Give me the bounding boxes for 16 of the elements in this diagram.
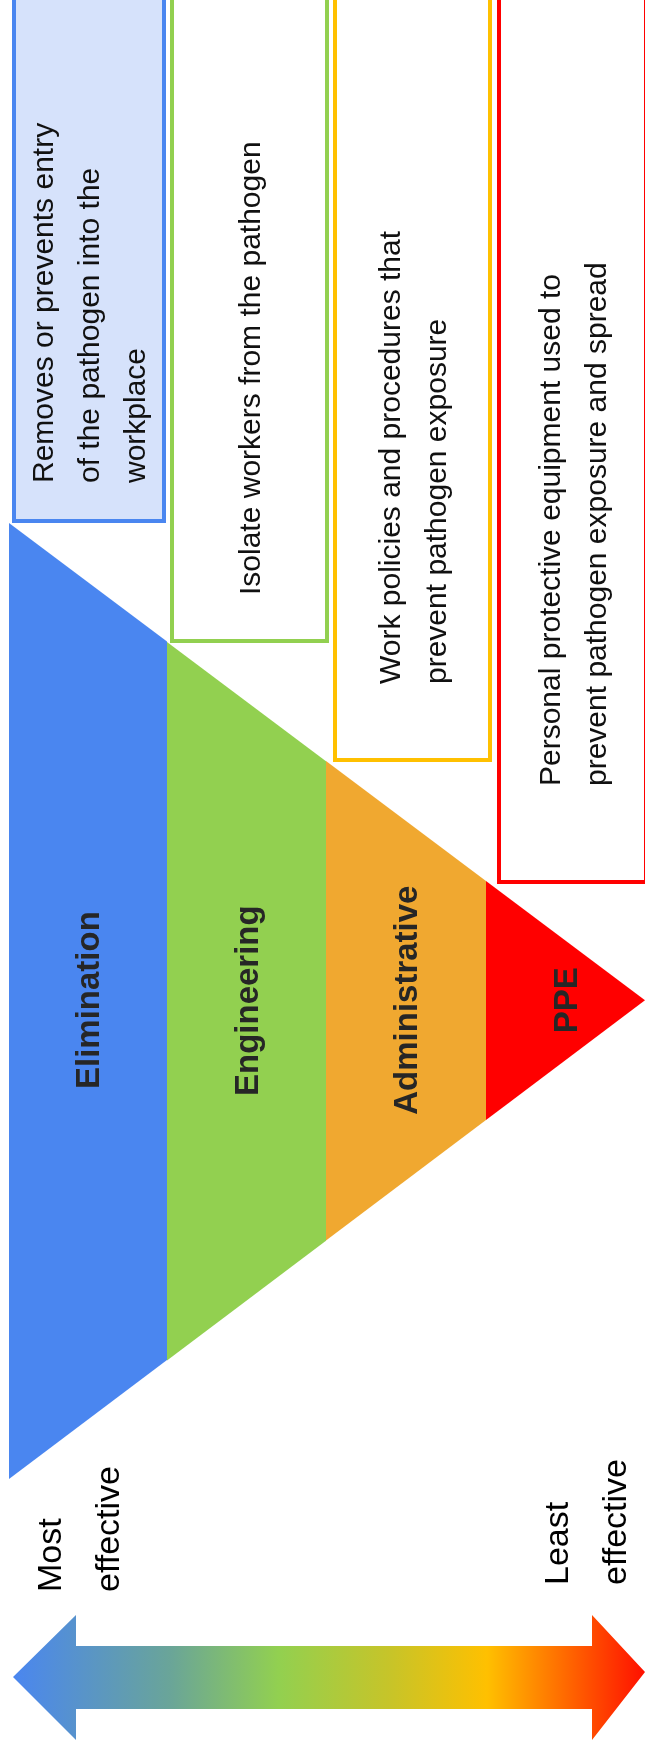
hierarchy-level xyxy=(167,641,326,1360)
description-text: Work policies and procedures that prevent pathogen exposure xyxy=(371,229,453,684)
effectiveness-label: Most effective xyxy=(29,1465,127,1592)
description-text: Personal protective equipment used to prevent pathogen exposure and spread xyxy=(531,261,613,786)
description-box xyxy=(333,0,492,762)
level-label: PPE xyxy=(546,966,585,1033)
description-text: Removes or prevents entry of the pathogen into the workplace xyxy=(25,121,152,483)
level-label: Administrative xyxy=(387,885,425,1115)
description-text: Isolate workers from the pathogen xyxy=(231,140,267,595)
hierarchy-level xyxy=(326,760,486,1241)
effectiveness-label: Least effective xyxy=(536,1458,634,1585)
description-box xyxy=(497,0,645,884)
level-label: Elimination xyxy=(69,911,107,1089)
description-box xyxy=(12,0,166,523)
description-box xyxy=(170,0,329,643)
level-label: Engineering xyxy=(227,904,266,1096)
